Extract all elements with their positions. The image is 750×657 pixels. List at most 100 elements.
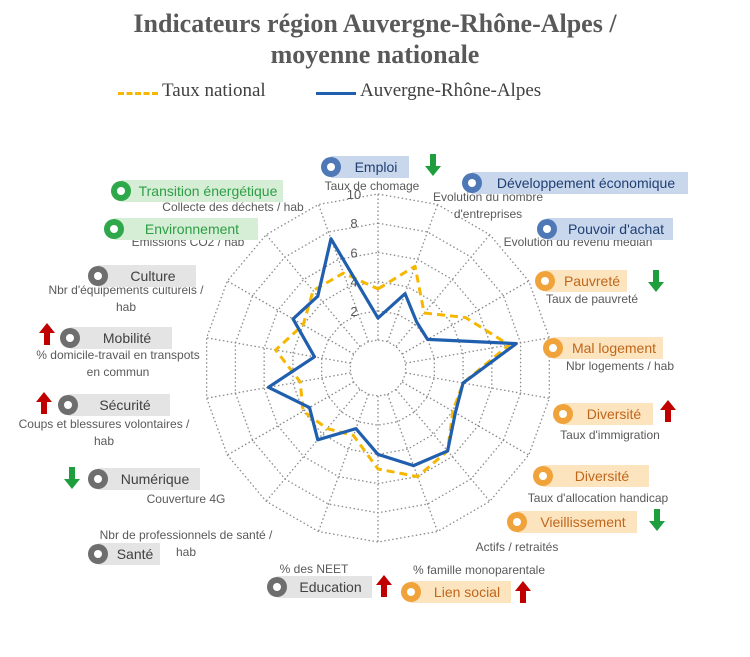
grid-ring-0 <box>349 339 407 397</box>
tick-label: 2 <box>350 304 357 319</box>
tick-label: 6 <box>350 245 357 260</box>
badge-education: Education <box>267 576 372 598</box>
wheelchair-icon-glyph <box>559 410 567 418</box>
badge-label: Lien social <box>434 584 500 600</box>
grid-spoke-1 <box>386 204 439 342</box>
chart-title-line-1: Indicateurs région Auvergne-Rhône-Alpes … <box>133 9 617 38</box>
badge-background <box>114 218 258 240</box>
tick-label: 4 <box>350 275 357 290</box>
legend-swatch-national <box>118 92 158 95</box>
trend-arrow-down-icon <box>64 467 80 489</box>
radial-ticks: 2 4 6 8 10 <box>347 187 361 319</box>
series-line-region <box>266 237 518 468</box>
grid-spoke-8 <box>386 394 439 532</box>
axis-label-10: Nbr de professionnels de santé / <box>100 528 273 542</box>
legend-label-region: Auvergne-Rhône-Alpes <box>360 80 542 101</box>
grid-spoke-7 <box>395 389 491 502</box>
badge-lien-social: Lien social <box>401 581 511 603</box>
badge-label: Pauvreté <box>564 273 620 289</box>
badge-label: Emploi <box>355 159 398 175</box>
badge-pauvret-: Pauvreté <box>535 270 627 292</box>
legend-label-national: Taux national <box>162 80 266 101</box>
axis-label-12: Coups et blessures volontaires / <box>19 417 190 431</box>
axis-label-0: Taux de chomage <box>325 179 420 193</box>
badge-label: Diversité <box>587 406 642 422</box>
badge-label: Numérique <box>121 471 190 487</box>
car-icon-glyph <box>117 187 125 195</box>
chart-title-line-2: moyenne nationale <box>270 40 480 69</box>
badge-mal-logement: Mal logement <box>543 337 663 359</box>
trend-arrow-up-icon <box>39 323 55 345</box>
badge-d-veloppement-conomique: Développement économique <box>462 172 688 194</box>
trend-arrow-up-icon <box>36 392 52 414</box>
axis-label-7: Actifs / retraités <box>476 540 559 554</box>
grid-spoke-13 <box>206 372 351 399</box>
badge-vieillissement: Vieillissement <box>507 511 637 533</box>
series-line-national <box>274 264 511 479</box>
axis-label-6: Taux d'allocation handicap <box>528 491 669 505</box>
mouse-icon-glyph <box>94 475 102 483</box>
tick-label: 8 <box>350 216 357 231</box>
trend-arrow-up-icon <box>376 575 392 597</box>
badge-background <box>98 468 200 490</box>
badge-background <box>331 156 409 178</box>
legend-swatch-region <box>316 92 356 95</box>
badge-culture: Culture <box>88 265 196 287</box>
axis-label-11: Couverture 4G <box>147 492 226 506</box>
badge-background <box>547 218 673 240</box>
axis-label-14: hab <box>116 300 136 314</box>
grid-ring-5 <box>205 193 551 543</box>
leaf-icon-glyph <box>110 225 118 233</box>
badge-background <box>543 465 649 487</box>
bus-icon-glyph <box>66 334 74 342</box>
trend-arrow-down-icon <box>648 270 664 292</box>
graduation-cap-icon-glyph <box>273 583 281 591</box>
badge-label: Santé <box>117 546 154 562</box>
grid-spoke-10 <box>317 394 370 532</box>
grid-spoke-14 <box>206 337 351 364</box>
badge-background <box>472 172 688 194</box>
badge-background <box>70 327 172 349</box>
axis-label-9: % des NEET <box>280 562 349 576</box>
badge-label: Pouvoir d'achat <box>568 221 664 237</box>
elderly-icon-glyph <box>513 518 521 526</box>
badge-transition-nerg-tique: Transition énergétique <box>111 180 283 202</box>
tick-label: 10 <box>347 187 361 202</box>
badge-mobilit-: Mobilité <box>60 327 172 349</box>
badge-label: Environnement <box>145 221 239 237</box>
axis-label-1: d'entreprises <box>454 207 522 221</box>
badge-background <box>98 543 160 565</box>
axis-label-5: Taux d'immigration <box>560 428 660 442</box>
grid-spoke-12 <box>226 381 355 456</box>
axis-label-12: hab <box>94 434 114 448</box>
badge-label: Mal logement <box>572 340 656 356</box>
trend-arrow-up-icon <box>515 581 531 603</box>
badge-environnement: Environnement <box>104 218 258 240</box>
trend-arrow-down-icon <box>649 509 665 531</box>
trend-arrow-up-icon <box>660 400 676 422</box>
wheelchair-icon-glyph <box>539 472 547 480</box>
badge-diversit-: Diversité <box>533 465 649 487</box>
axis-label-13: % domicile-travail en transpots <box>36 348 199 362</box>
badge-num-rique: Numérique <box>88 468 200 490</box>
grid-ring-3 <box>263 251 493 485</box>
theater-masks-icon-glyph <box>94 272 102 280</box>
grid-spoke-2 <box>395 234 491 347</box>
badge-label: Sécurité <box>99 397 151 413</box>
badge-background <box>563 403 653 425</box>
badge-sant-: Santé <box>88 543 160 565</box>
hand-icon-glyph <box>541 277 549 285</box>
axis-label-16: Collecte des déchets / hab <box>162 200 304 214</box>
house-icon-glyph <box>549 344 557 352</box>
badge-label: Diversité <box>575 468 630 484</box>
axis-label-8: % famille monoparentale <box>413 563 545 577</box>
health-icon-glyph <box>94 550 102 558</box>
badge-label: Développement économique <box>497 175 675 191</box>
euro-icon-glyph <box>468 179 476 187</box>
badge-background <box>68 394 170 416</box>
badge-diversit-: Diversité <box>553 403 653 425</box>
police-car-icon-glyph <box>64 401 72 409</box>
badge-background <box>121 180 283 202</box>
badge-background <box>517 511 637 533</box>
